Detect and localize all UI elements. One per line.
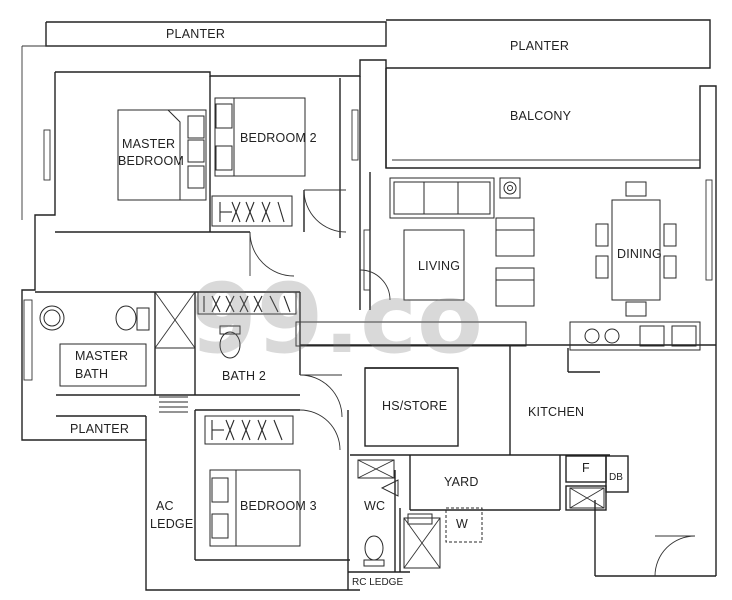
living-furniture bbox=[389, 177, 535, 307]
label-planter-top-right: PLANTER bbox=[510, 39, 569, 53]
wardrobe-bedroom-3 bbox=[204, 415, 294, 445]
label-bath-2: BATH 2 bbox=[222, 369, 266, 383]
label-kitchen: KITCHEN bbox=[528, 405, 584, 419]
label-bedroom-2: BEDROOM 2 bbox=[240, 131, 317, 145]
label-master-bath-2: BATH bbox=[75, 367, 108, 381]
kitchen-counter bbox=[295, 321, 701, 351]
label-master-bedroom-2: BEDROOM bbox=[118, 154, 184, 168]
label-living: LIVING bbox=[418, 259, 460, 273]
top-planters bbox=[21, 19, 711, 220]
label-wc: WC bbox=[364, 499, 385, 513]
label-planter-top: PLANTER bbox=[166, 27, 225, 41]
dining-furniture bbox=[595, 181, 677, 317]
bath-2-fixtures bbox=[219, 325, 241, 359]
label-ac-ledge-2: LEDGE bbox=[150, 517, 193, 531]
label-dining: DINING bbox=[617, 247, 662, 261]
label-yard: YARD bbox=[444, 475, 479, 489]
label-rc-ledge: RC LEDGE bbox=[352, 577, 403, 588]
outer-walls bbox=[21, 59, 717, 591]
windows bbox=[23, 109, 713, 381]
label-db: DB bbox=[609, 472, 623, 483]
watermark: 99.co bbox=[190, 263, 483, 375]
master-bedroom-bed bbox=[117, 109, 207, 201]
room-labels: PLANTER PLANTER BALCONY MASTER BEDROOM B… bbox=[70, 27, 662, 588]
label-hs-store: HS/STORE bbox=[382, 399, 447, 413]
watermark-text: 99.co bbox=[190, 263, 483, 375]
label-bedroom-3: BEDROOM 3 bbox=[240, 499, 317, 513]
master-bath-fixtures bbox=[39, 291, 196, 413]
label-f: F bbox=[582, 461, 590, 475]
yard-wc-fixtures bbox=[357, 459, 605, 569]
label-master-bedroom-1: MASTER bbox=[122, 137, 175, 151]
wardrobe-bedroom-2 bbox=[211, 195, 293, 227]
wardrobe-hall bbox=[197, 291, 297, 315]
label-ac-ledge-1: AC bbox=[156, 499, 174, 513]
label-w: W bbox=[456, 517, 468, 531]
doors bbox=[249, 189, 696, 577]
label-balcony: BALCONY bbox=[510, 109, 572, 123]
bedroom-3-bed bbox=[209, 469, 301, 547]
label-planter-left: PLANTER bbox=[70, 422, 129, 436]
label-master-bath-1: MASTER bbox=[75, 349, 128, 363]
bedroom-2-bed bbox=[214, 97, 306, 177]
